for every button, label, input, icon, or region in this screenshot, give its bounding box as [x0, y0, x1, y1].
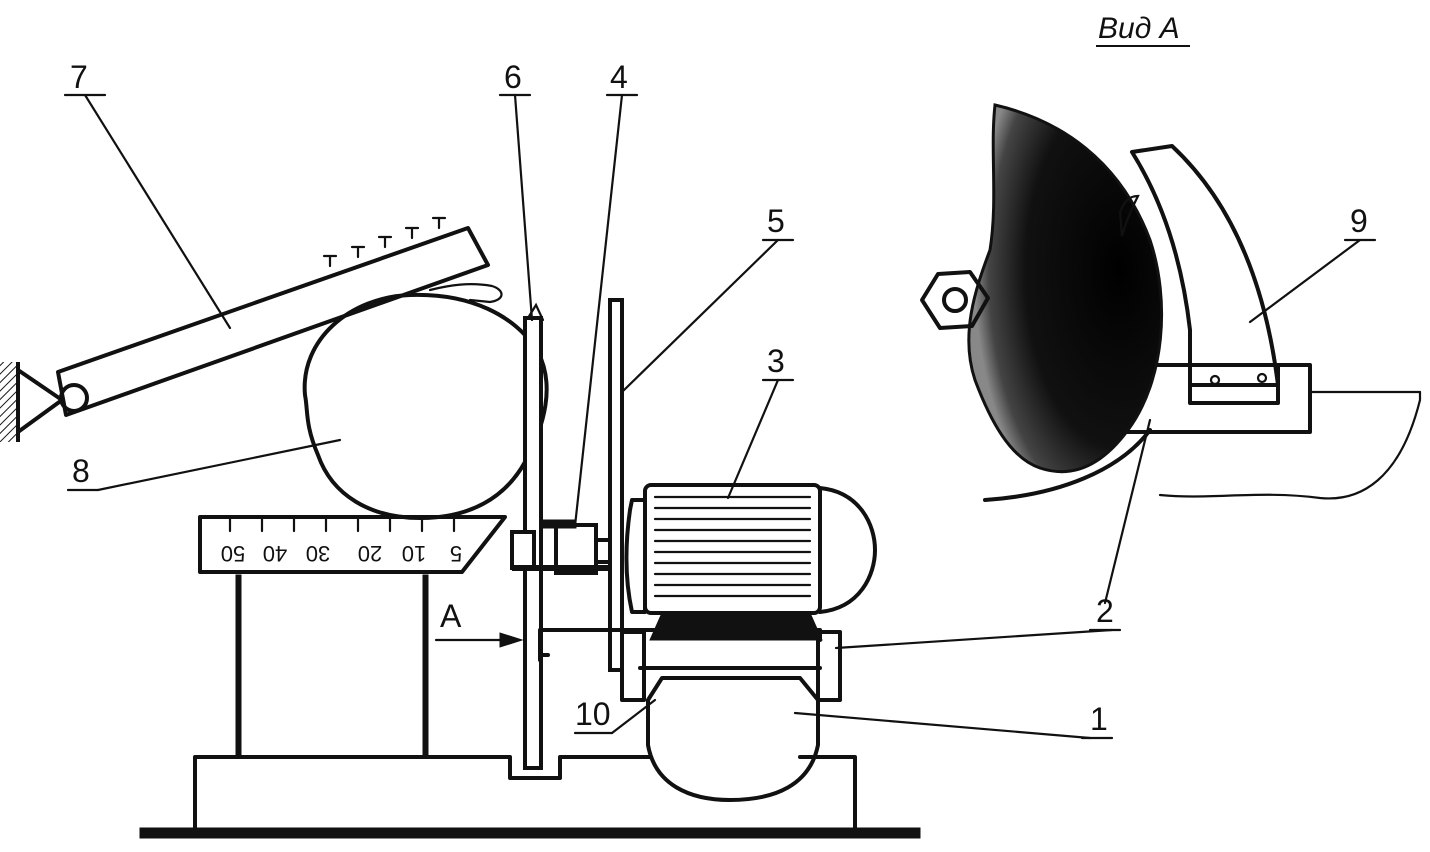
scale-label-50: 50 — [221, 541, 245, 566]
scale-label-5: 5 — [450, 541, 462, 566]
callout-leaders — [63, 93, 1377, 740]
scale-label-20: 20 — [358, 541, 382, 566]
log-workpiece — [302, 292, 549, 520]
callout-7: 7 — [70, 59, 88, 95]
callout-labels: 7 6 4 5 3 8 2 1 10 9 — [70, 59, 1368, 737]
view-a-arrow-label: А — [440, 598, 462, 634]
knife-clamp — [1188, 363, 1280, 405]
scale-label-10: 10 — [402, 541, 426, 566]
scale-ticks — [228, 515, 456, 533]
callout-3: 3 — [767, 343, 785, 379]
scale-label-40: 40 — [263, 541, 287, 566]
electric-motor — [624, 483, 877, 641]
arbor-nut — [920, 270, 990, 330]
view-a-title: Вид А — [1098, 12, 1180, 45]
base-plinth — [193, 755, 857, 830]
scale-label-30: 30 — [306, 541, 330, 566]
callout-4: 4 — [610, 59, 628, 95]
motor-bracket — [538, 628, 842, 702]
saw-blade-edge — [608, 298, 624, 672]
view-a-arrow: А — [434, 598, 524, 648]
callout-2: 2 — [1096, 593, 1114, 629]
callout-1: 1 — [1090, 701, 1108, 737]
saw-blade-disc — [967, 103, 1164, 474]
callout-8: 8 — [72, 453, 90, 489]
callout-10: 10 — [575, 696, 611, 732]
scale-numbers: 50 40 30 20 10 5 — [221, 541, 462, 566]
callout-5: 5 — [767, 203, 785, 239]
callout-6: 6 — [504, 59, 522, 95]
stand-left-post — [235, 574, 242, 758]
floor-line — [139, 827, 921, 839]
motor-pedestal — [646, 676, 820, 802]
detail-view — [920, 103, 1422, 502]
stand-right-post — [422, 574, 429, 758]
shaft-coupling — [510, 519, 612, 575]
lever-pivot — [0, 362, 89, 442]
lever-arm — [56, 216, 503, 417]
callout-9: 9 — [1350, 203, 1368, 239]
